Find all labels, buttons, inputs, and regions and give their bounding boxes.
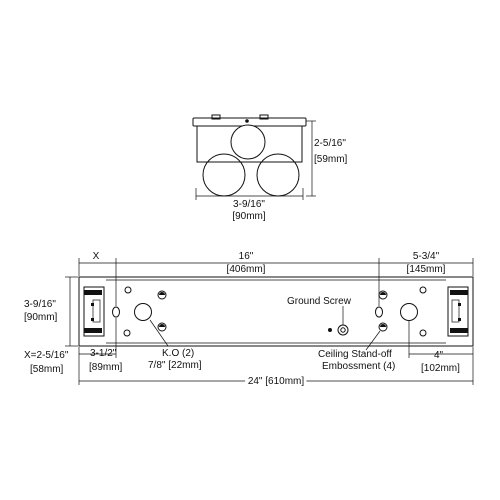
right-standoff-bottom <box>378 322 388 332</box>
right-mount-hole-bottom <box>419 329 427 337</box>
ground-screw <box>337 324 349 336</box>
end-view-screw <box>245 119 249 123</box>
center-span-mm: [406mm] <box>227 264 266 275</box>
right-mount-hole-top <box>419 286 427 294</box>
left-mount-hole-top <box>124 286 132 294</box>
standoff-label-line1: Ceiling Stand-off <box>318 349 392 360</box>
left-offset-in: 3-1/2" <box>90 348 117 359</box>
end-view-tab-left <box>211 114 221 120</box>
end-view-width-mm: [90mm] <box>232 211 266 222</box>
right-offset-in: 4" <box>434 350 444 361</box>
right-offset-mm: [102mm] <box>421 363 460 374</box>
right-end-bracket <box>447 286 469 337</box>
depth-mm: [90mm] <box>24 312 58 323</box>
center-span-in: 16" <box>239 251 254 262</box>
right-keyhole-slot <box>375 306 383 318</box>
standoff-leader <box>365 330 381 351</box>
x-value-in: X=2-5/16" <box>24 350 69 361</box>
standoff-label-line2: Embossment (4) <box>322 361 395 372</box>
right-span-mm: [145mm] <box>407 264 446 275</box>
ko-leader <box>149 319 169 347</box>
x-dim-label: X <box>93 251 100 262</box>
left-keyhole-slot <box>112 306 120 318</box>
left-end-bracket <box>83 286 105 337</box>
left-standoff-bottom <box>157 322 167 332</box>
x-value-mm: [58mm] <box>30 364 64 375</box>
left-knockout <box>134 303 152 321</box>
end-view-lamp-upper <box>230 124 266 160</box>
left-offset-mm: [89mm] <box>89 362 123 373</box>
end-view-lamp-left <box>202 153 246 197</box>
end-view-width-in: 3-9/16" <box>233 199 265 210</box>
top-end-view: 2-5/16" [59mm] 3-9/16" [90mm] <box>192 114 348 222</box>
end-view-tab-right <box>259 114 269 120</box>
ground-screw-dot <box>328 328 332 332</box>
end-view-height-mm: [59mm] <box>314 154 348 165</box>
left-standoff-top <box>157 290 167 300</box>
end-view-lamp-right <box>256 153 300 197</box>
bottom-plan-view: X 16" [406mm] 5-3/4" [145mm] 3-9/16" [90… <box>24 251 474 390</box>
right-span-in: 5-3/4" <box>413 251 440 262</box>
right-knockout <box>400 303 418 321</box>
end-view-height-in: 2-5/16" <box>314 138 346 149</box>
depth-in: 3-9/16" <box>24 299 56 310</box>
ko-size: 7/8" [22mm] <box>148 360 202 371</box>
ground-screw-label: Ground Screw <box>287 296 352 307</box>
left-mount-hole-bottom <box>123 329 131 337</box>
overall-length: 24" [610mm] <box>248 376 305 387</box>
ko-label: K.O (2) <box>162 348 194 359</box>
